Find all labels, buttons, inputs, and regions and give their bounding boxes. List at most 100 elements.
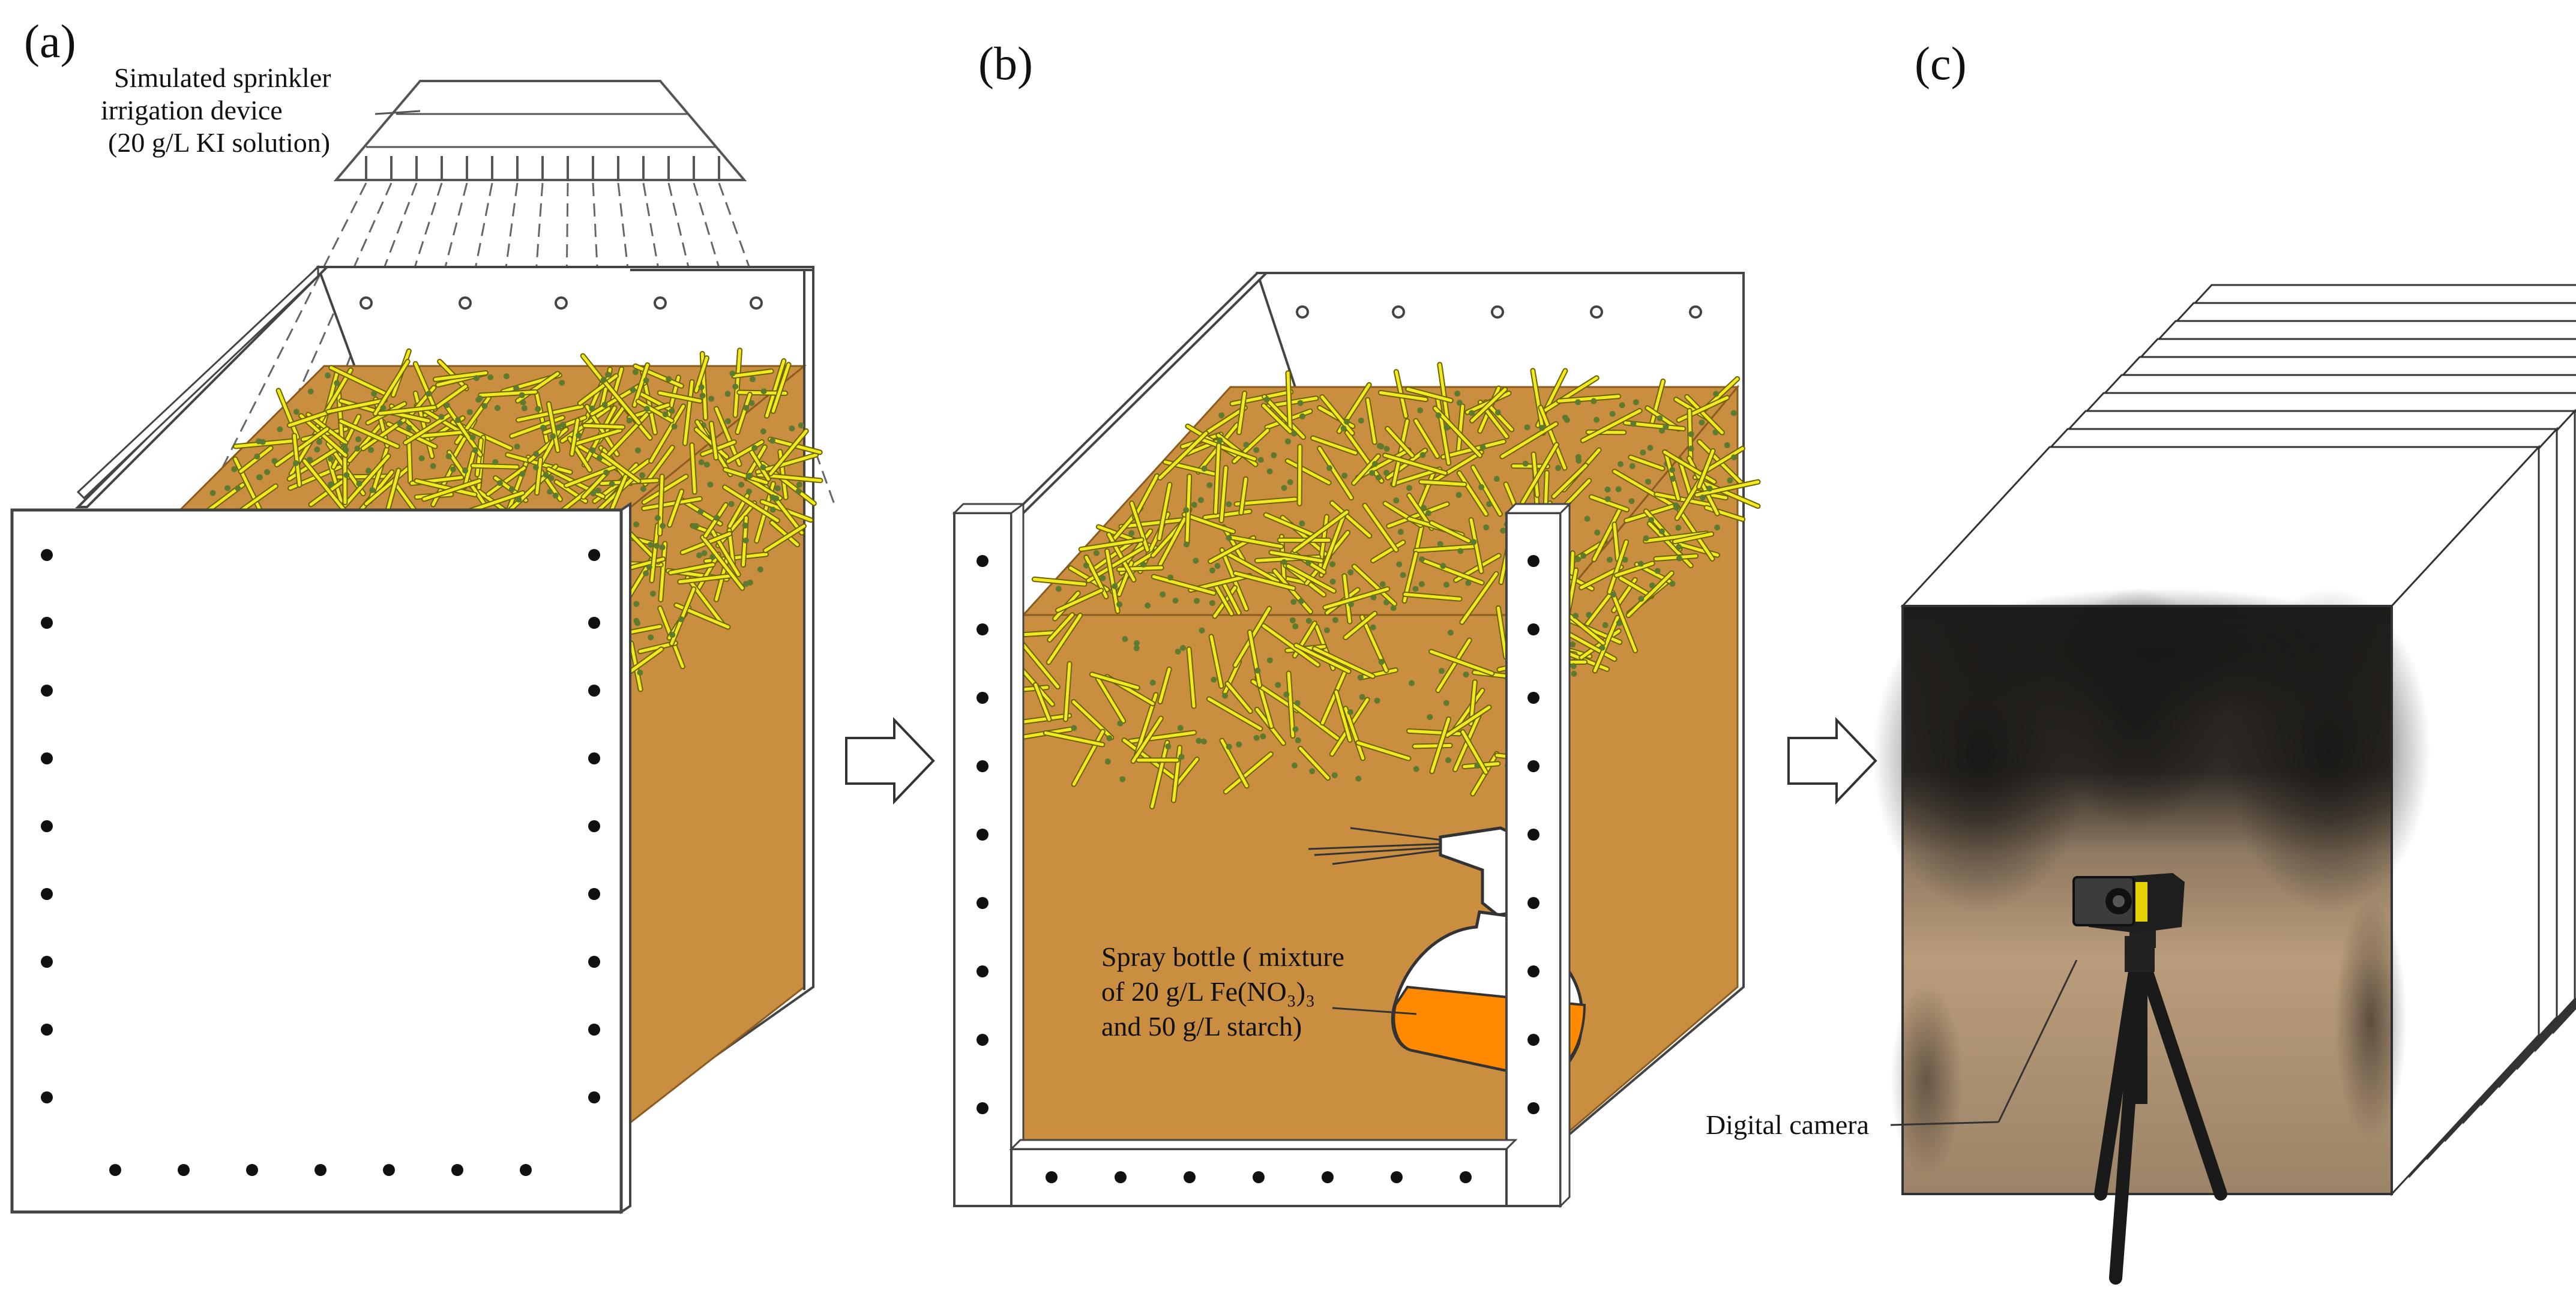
particle (1149, 679, 1156, 686)
fiber (275, 427, 329, 467)
fiber (1363, 503, 1398, 552)
particle (1629, 463, 1636, 469)
panel-dot (588, 820, 600, 832)
fiber (1299, 746, 1330, 780)
particle (654, 542, 660, 549)
panel-dot (246, 1164, 258, 1176)
particle (1418, 581, 1425, 587)
particle (1604, 486, 1611, 493)
particle (224, 485, 231, 491)
particle (519, 470, 526, 477)
particle (1197, 497, 1204, 503)
particle (1575, 457, 1582, 464)
particle (369, 487, 376, 493)
particle (1463, 671, 1469, 678)
fiber (378, 406, 436, 415)
particle (1206, 482, 1213, 488)
particle (1714, 524, 1721, 531)
particle (1584, 515, 1590, 522)
particle (724, 391, 731, 397)
particle (1474, 763, 1481, 769)
particle (1571, 670, 1577, 677)
particle (380, 405, 387, 412)
particle (1133, 645, 1140, 652)
fiber (1356, 741, 1410, 760)
particle (1427, 714, 1433, 721)
particle (603, 469, 610, 476)
particle (1348, 601, 1355, 607)
particle (1599, 644, 1605, 651)
particle (1175, 648, 1181, 655)
panel-dot (41, 549, 53, 561)
particle (1263, 396, 1270, 403)
particle (576, 432, 582, 439)
fiber (1292, 704, 1339, 740)
panel-dot (41, 617, 53, 629)
particle (1669, 467, 1676, 473)
box-a (10, 265, 823, 1214)
particle (1217, 437, 1223, 444)
particle (466, 409, 473, 415)
particle (1083, 562, 1089, 569)
particle (701, 550, 708, 556)
panel-dot (588, 549, 600, 561)
particle (1323, 627, 1330, 634)
frame-dot (977, 1034, 989, 1046)
fiber (1414, 419, 1439, 458)
particle (1183, 541, 1190, 548)
frame-dot (1460, 1171, 1472, 1183)
fiber (327, 398, 387, 413)
particle (1648, 517, 1654, 523)
frame-dot (977, 965, 989, 977)
particle (590, 490, 597, 497)
fiber (726, 440, 763, 463)
particle (1609, 410, 1616, 417)
particle (643, 570, 649, 577)
fiber (1130, 502, 1149, 552)
fiber (1321, 670, 1347, 725)
particle (1071, 725, 1077, 731)
wall-hole (750, 296, 763, 310)
fiber (709, 422, 718, 460)
particle (1347, 569, 1354, 575)
particle (1730, 454, 1737, 461)
fiber (364, 465, 412, 506)
particle (1355, 775, 1362, 782)
fiber (771, 363, 790, 413)
particle (633, 521, 640, 527)
particle (1575, 399, 1581, 406)
fiber (1406, 388, 1452, 402)
particle (462, 467, 469, 474)
fiber (658, 391, 702, 403)
frame-dot (977, 623, 989, 635)
particle (1214, 563, 1221, 569)
fiber (1187, 647, 1196, 708)
fiber (1334, 690, 1352, 742)
particle (749, 376, 756, 383)
fiber (1613, 470, 1675, 507)
frame-dot (977, 829, 989, 841)
particle (1610, 591, 1617, 598)
fiber (1532, 452, 1539, 497)
fiber (1430, 521, 1470, 543)
fiber (633, 363, 649, 407)
fiber (1269, 551, 1323, 563)
sprinkler-label: Simulated sprinkler irrigation device (2… (101, 62, 338, 158)
particle (325, 372, 331, 379)
fiber (1470, 388, 1507, 422)
particle (1260, 733, 1266, 740)
fiber (1557, 395, 1621, 403)
fiber (770, 521, 799, 547)
particle (1305, 560, 1311, 566)
image-slices-stack (1900, 284, 2576, 1196)
panel-a: (a) Simulated sprinkler irrigation devic… (10, 15, 835, 1214)
frame-dot (977, 555, 989, 567)
particle (1478, 484, 1485, 490)
particle (1493, 476, 1500, 482)
particle (1357, 674, 1364, 681)
particle (277, 426, 283, 433)
particle (535, 406, 541, 412)
fiber (1403, 593, 1461, 601)
fiber (1457, 404, 1464, 453)
fiber (479, 390, 537, 397)
